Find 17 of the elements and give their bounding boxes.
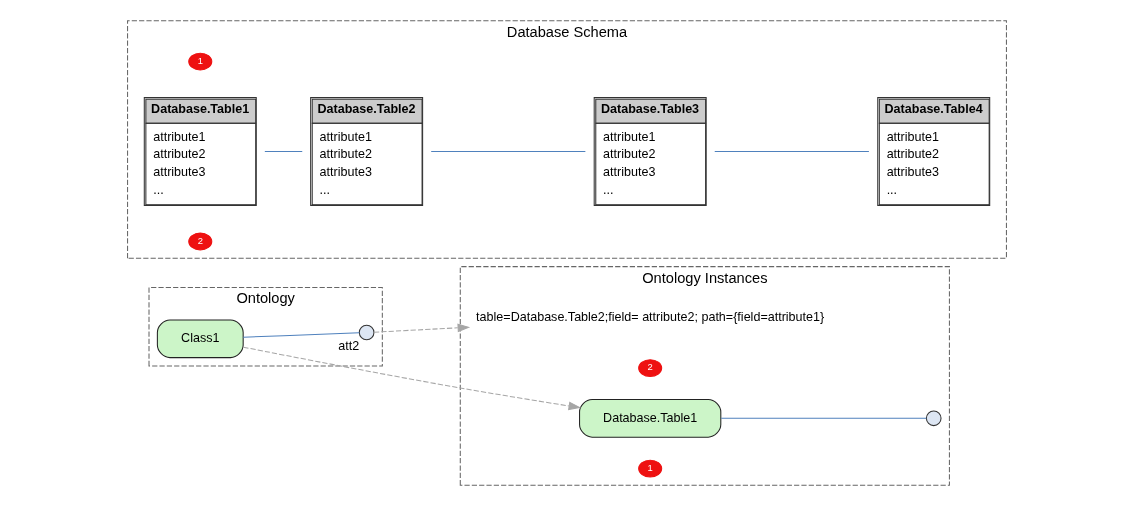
node-box: Class1 (156, 319, 244, 359)
node-ellipse: 1 (638, 459, 663, 478)
connector (242, 332, 360, 338)
arrow (242, 346, 582, 411)
node-text: table=Database.Table2;field= attribute2; path={field=attribute1} (476, 310, 825, 325)
node-ellipse: 2 (638, 359, 663, 377)
node-ellipse: 1 (188, 52, 213, 71)
connector (714, 151, 870, 153)
node-ellipse: 2 (188, 232, 213, 251)
connector (264, 151, 303, 153)
node-box: Database.Table1 (579, 398, 722, 438)
node-label: att2 (338, 338, 360, 353)
node-circle (925, 410, 942, 427)
connector (720, 417, 927, 419)
arrow (373, 323, 471, 333)
connector (430, 151, 586, 153)
node-circle (358, 324, 375, 341)
